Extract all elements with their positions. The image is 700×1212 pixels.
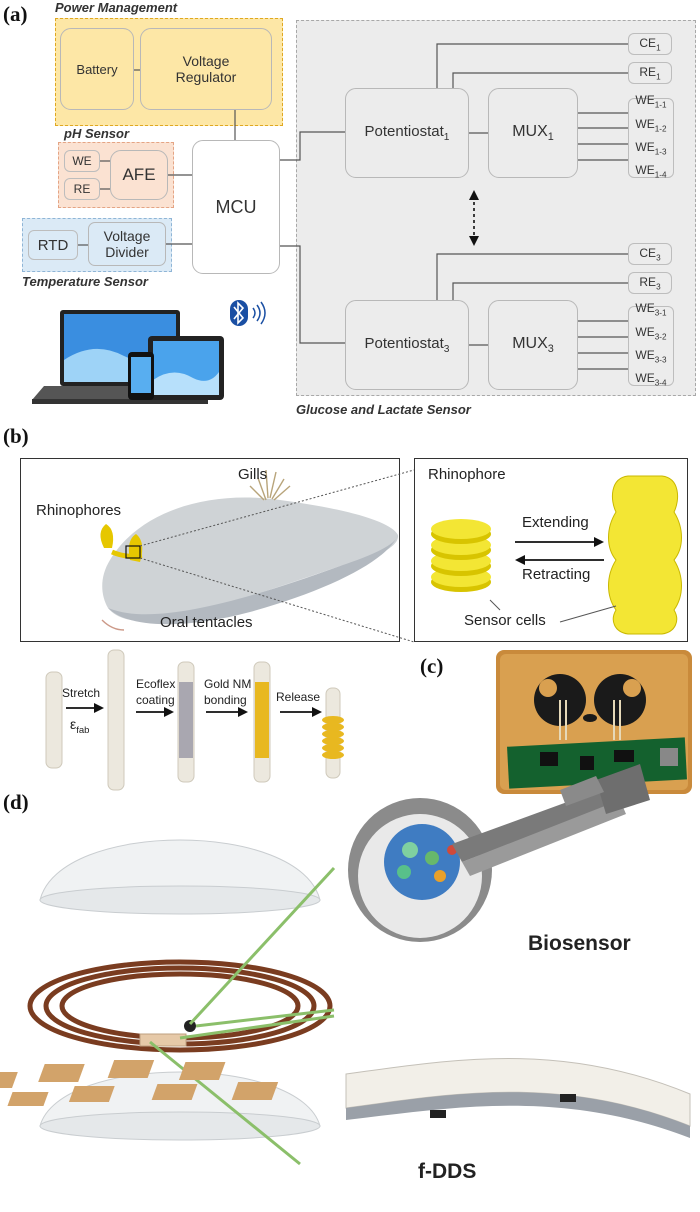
extend-arrow-icon [515, 537, 604, 547]
we3-1-label: WE3-1 [635, 301, 667, 318]
potentiostat-1-label: Potentiostat1 [364, 123, 450, 143]
oral-tentacles-label: Oral tentacles [160, 614, 253, 631]
we-label: WE [72, 154, 92, 168]
we1-4-label: WE1-4 [635, 163, 667, 180]
rhinophores-label: Rhinophores [36, 502, 122, 519]
battery-box: Battery [60, 28, 134, 110]
panel-label-a: (a) [3, 2, 28, 26]
we1-box: WE1-1 WE1-2 WE1-3 WE1-4 [628, 93, 674, 180]
gills-label: Gills [238, 466, 268, 483]
potentiostat-3-box: Potentiostat3 [345, 300, 469, 390]
ce3-box: CE3 [628, 243, 672, 265]
re-label: RE [73, 182, 91, 196]
rhinophore-frame [414, 458, 688, 642]
re-box: RE [64, 178, 100, 200]
potentiostat-3-label: Potentiostat3 [364, 335, 450, 355]
retracted-rhinophore-icon [431, 519, 491, 592]
devices-illustration-icon [32, 310, 224, 404]
double-arrow-icon [469, 190, 479, 246]
panel-label-c: (c) [420, 654, 444, 678]
fabrication-steps-illustration [45, 649, 344, 791]
extended-rhinophore-icon [608, 475, 682, 635]
mux-1-box: MUX1 [488, 88, 578, 178]
potentiostat-1-box: Potentiostat1 [345, 88, 469, 178]
panel-label-b: (b) [3, 424, 29, 448]
contact-lens-top-icon [39, 839, 321, 915]
afe-label: AFE [122, 165, 156, 184]
we1-3-label: WE1-3 [635, 140, 667, 157]
retracting-label: Retracting [522, 566, 591, 583]
we3-box: WE3-1 WE3-2 WE3-3 WE3-4 [628, 301, 674, 388]
we1-2-label: WE1-2 [635, 116, 667, 133]
regulator-line2: Regulator [175, 69, 237, 85]
extending-label: Extending [522, 514, 589, 531]
rtd-label: RTD [37, 236, 69, 254]
mux-1-label: MUX1 [512, 122, 554, 144]
fdds-label: f-DDS [418, 1160, 477, 1183]
temperature-sensor-title: Temperature Sensor [22, 274, 148, 289]
mux-3-box: MUX3 [488, 300, 578, 390]
re1-box: RE1 [628, 62, 672, 84]
we3-4-label: WE3-4 [635, 371, 667, 388]
rhinophore-label: Rhinophore [428, 466, 506, 483]
mcu-label: MCU [215, 196, 257, 217]
sensor-cells-label: Sensor cells [464, 612, 546, 629]
battery-label: Battery [76, 61, 118, 77]
ph-sensor-title: pH Sensor [64, 126, 130, 141]
stretch-label: Stretch [62, 686, 101, 700]
rtd-box: RTD [28, 230, 78, 260]
divider-line1: Voltage [103, 228, 151, 244]
panel-b-illustration [45, 469, 682, 791]
we3-2-label: WE3-2 [635, 324, 667, 341]
retract-arrow-icon [515, 555, 604, 565]
we1-1-label: WE1-1 [635, 93, 667, 110]
biosensor-label: Biosensor [528, 932, 631, 955]
we3-3-label: WE3-3 [635, 348, 667, 365]
biosensor-icon [348, 764, 650, 942]
re3-box: RE3 [628, 272, 672, 294]
glucose-lactate-title: Glucose and Lactate Sensor [296, 402, 471, 417]
voltage-divider-box: Voltage Divider [88, 222, 166, 266]
epsilon-fab-label: εfab [70, 716, 90, 736]
power-management-title: Power Management [55, 0, 178, 15]
panel-a-connectors [32, 43, 628, 404]
afe-box: AFE [110, 150, 168, 200]
divider-line2: Divider [105, 244, 149, 260]
release-label: Release [276, 690, 321, 704]
voltage-regulator-box: Voltage Regulator [140, 28, 272, 110]
nudibranch-icon [100, 469, 399, 631]
nudibranch-frame [20, 458, 400, 642]
mux-3-label: MUX3 [512, 334, 554, 356]
panel-label-d: (d) [3, 790, 29, 814]
regulator-line1: Voltage [182, 53, 230, 69]
bluetooth-icon [230, 300, 266, 326]
we-box: WE [64, 150, 100, 172]
ce1-box: CE1 [628, 33, 672, 55]
fdds-icon [0, 1058, 691, 1138]
mcu-box: MCU [192, 140, 280, 274]
